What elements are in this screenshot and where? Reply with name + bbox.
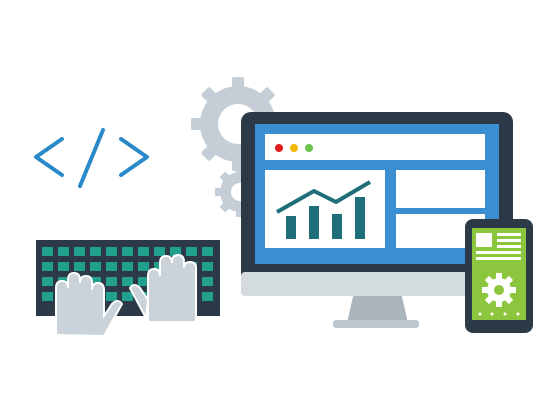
keyboard-key — [202, 292, 213, 301]
left-hand — [55, 271, 124, 338]
smartphone — [465, 219, 533, 333]
keyboard-key — [138, 277, 149, 286]
gear-icon — [482, 273, 516, 307]
desktop-monitor — [241, 112, 513, 328]
window-close-dot — [275, 144, 283, 152]
typing-hands — [55, 253, 197, 338]
code-brackets-icon — [34, 128, 149, 188]
keyboard-key — [106, 277, 117, 286]
phone-nav-icons — [478, 312, 520, 316]
keyboard-key — [186, 247, 197, 256]
bar-chart-icon — [276, 180, 372, 239]
window-maximize-dot — [305, 144, 313, 152]
keyboard-key — [90, 277, 101, 286]
keyboard-key — [122, 262, 133, 271]
keyboard-key — [202, 247, 213, 256]
keyboard-key — [122, 247, 133, 256]
keyboard-key — [202, 262, 213, 271]
keyboard-key — [74, 247, 85, 256]
keyboard-key — [122, 292, 133, 301]
keyboard-key — [42, 262, 53, 271]
keyboard-key — [42, 277, 53, 286]
keyboard-key — [154, 247, 165, 256]
keyboard-key — [42, 247, 53, 256]
keyboard-key — [138, 247, 149, 256]
keyboard-key — [106, 292, 117, 301]
keyboard-key — [90, 247, 101, 256]
keyboard-key — [42, 292, 53, 301]
keyboard-key — [74, 262, 85, 271]
keyboard-key — [106, 262, 117, 271]
keyboard-key — [58, 247, 69, 256]
content-panel — [396, 170, 485, 208]
window-minimize-dot — [290, 144, 298, 152]
keyboard-key — [170, 247, 181, 256]
keyboard-key — [122, 277, 133, 286]
keyboard-key — [138, 262, 149, 271]
keyboard-key — [58, 262, 69, 271]
right-hand — [128, 253, 197, 323]
keyboard-key — [90, 262, 101, 271]
keyboard-key — [106, 247, 117, 256]
keyboard-key — [202, 277, 213, 286]
